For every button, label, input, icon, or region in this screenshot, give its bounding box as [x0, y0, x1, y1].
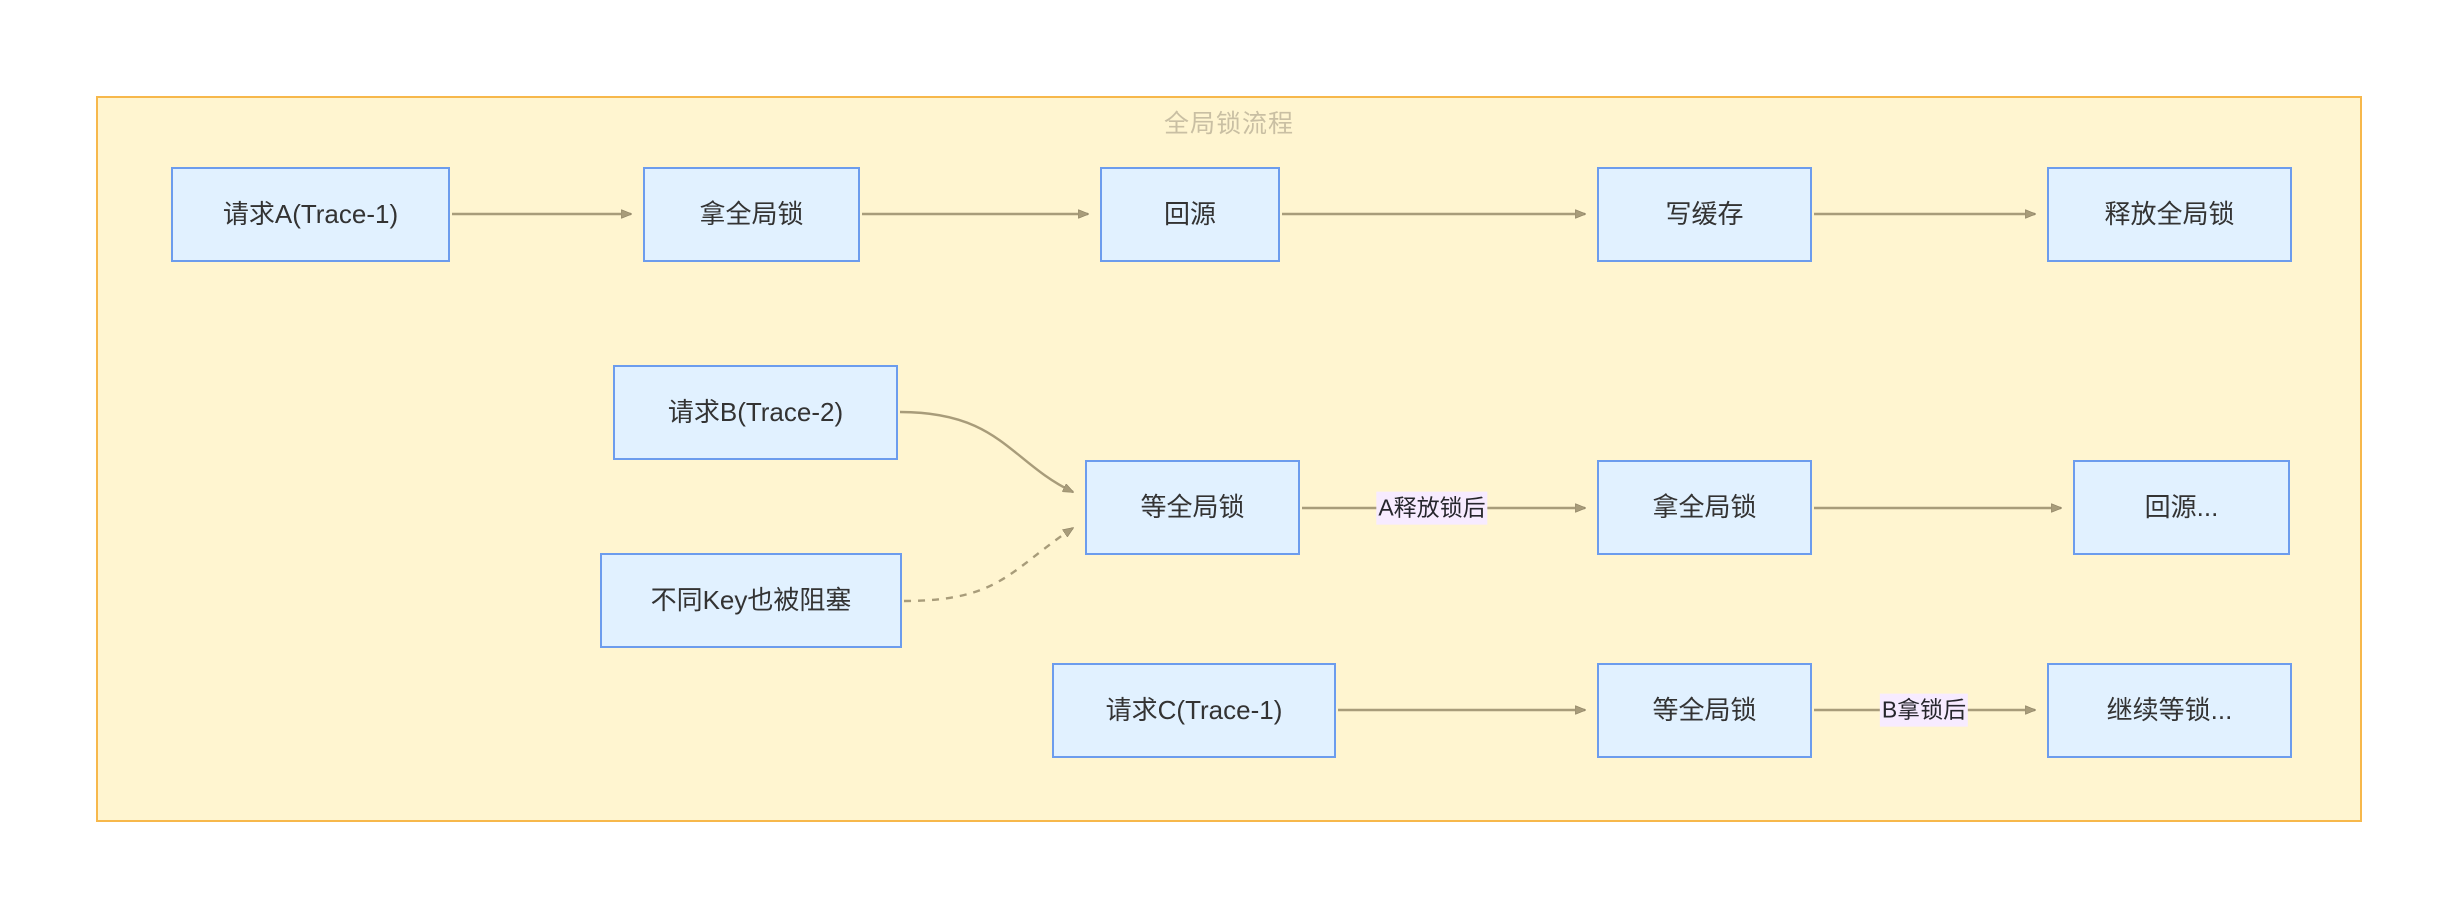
page-title: 全局锁流程	[1163, 110, 1294, 138]
node-label: 写缓存	[1665, 198, 1744, 229]
node-c-request[interactable]: 请求C(Trace-1)	[1052, 663, 1336, 758]
node-c-keep-waiting[interactable]: 继续等锁...	[2047, 663, 2292, 758]
node-label: 等全局锁	[1652, 694, 1757, 725]
node-a-release-lock[interactable]: 释放全局锁	[2047, 167, 2292, 262]
node-a-write-cache[interactable]: 写缓存	[1597, 167, 1812, 262]
node-a-request[interactable]: 请求A(Trace-1)	[171, 167, 450, 262]
node-label: 请求A(Trace-1)	[222, 198, 399, 229]
node-label: 拿全局锁	[699, 198, 804, 229]
node-label: 请求C(Trace-1)	[1105, 694, 1283, 725]
node-label: 拿全局锁	[1652, 491, 1757, 522]
node-b-origin[interactable]: 回源...	[2073, 460, 2290, 555]
node-b-request[interactable]: 请求B(Trace-2)	[613, 365, 898, 460]
node-label: 不同Key也被阻塞	[650, 584, 852, 615]
node-b-acquire-lock[interactable]: 拿全局锁	[1597, 460, 1812, 555]
node-c-wait-lock[interactable]: 等全局锁	[1597, 663, 1812, 758]
node-a-acquire-lock[interactable]: 拿全局锁	[643, 167, 860, 262]
node-label: 释放全局锁	[2104, 198, 2235, 229]
node-label: 请求B(Trace-2)	[667, 396, 844, 427]
node-label: 回源...	[2144, 491, 2219, 522]
node-label: 回源	[1163, 198, 1216, 229]
node-label: 继续等锁...	[2106, 694, 2233, 725]
edge-label-lbl-a-release: A释放锁后	[1376, 491, 1488, 525]
node-a-origin[interactable]: 回源	[1100, 167, 1280, 262]
node-b-wait-lock[interactable]: 等全局锁	[1085, 460, 1300, 555]
node-diff-key-blocked[interactable]: 不同Key也被阻塞	[600, 553, 902, 648]
edge-label-lbl-b-acquire: B拿锁后	[1879, 693, 1969, 727]
node-label: 等全局锁	[1140, 491, 1245, 522]
